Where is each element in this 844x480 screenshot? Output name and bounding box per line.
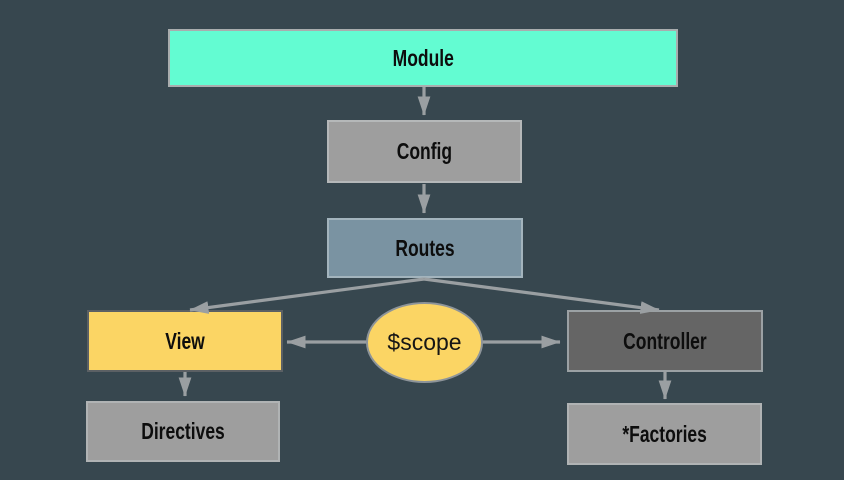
node-config: Config: [327, 120, 522, 183]
node-directives: Directives: [86, 401, 280, 462]
arrow-routes-to-view: [189, 277, 425, 314]
node-directives-label: Directives: [141, 418, 225, 444]
node-factories: *Factories: [567, 403, 762, 465]
node-view-label: View: [165, 327, 205, 354]
node-controller-label: Controller: [623, 327, 707, 354]
node-scope: $scope: [366, 302, 483, 383]
node-module: Module: [168, 29, 678, 87]
node-scope-label: $scope: [387, 329, 462, 355]
node-routes: Routes: [327, 218, 523, 278]
node-module-label: Module: [392, 44, 454, 71]
node-factories-label: *Factories: [622, 420, 707, 447]
node-controller: Controller: [567, 310, 763, 372]
node-view: View: [87, 310, 283, 372]
node-routes-label: Routes: [395, 234, 455, 261]
node-config-label: Config: [396, 138, 453, 164]
arrow-routes-to-controller: [423, 277, 660, 314]
